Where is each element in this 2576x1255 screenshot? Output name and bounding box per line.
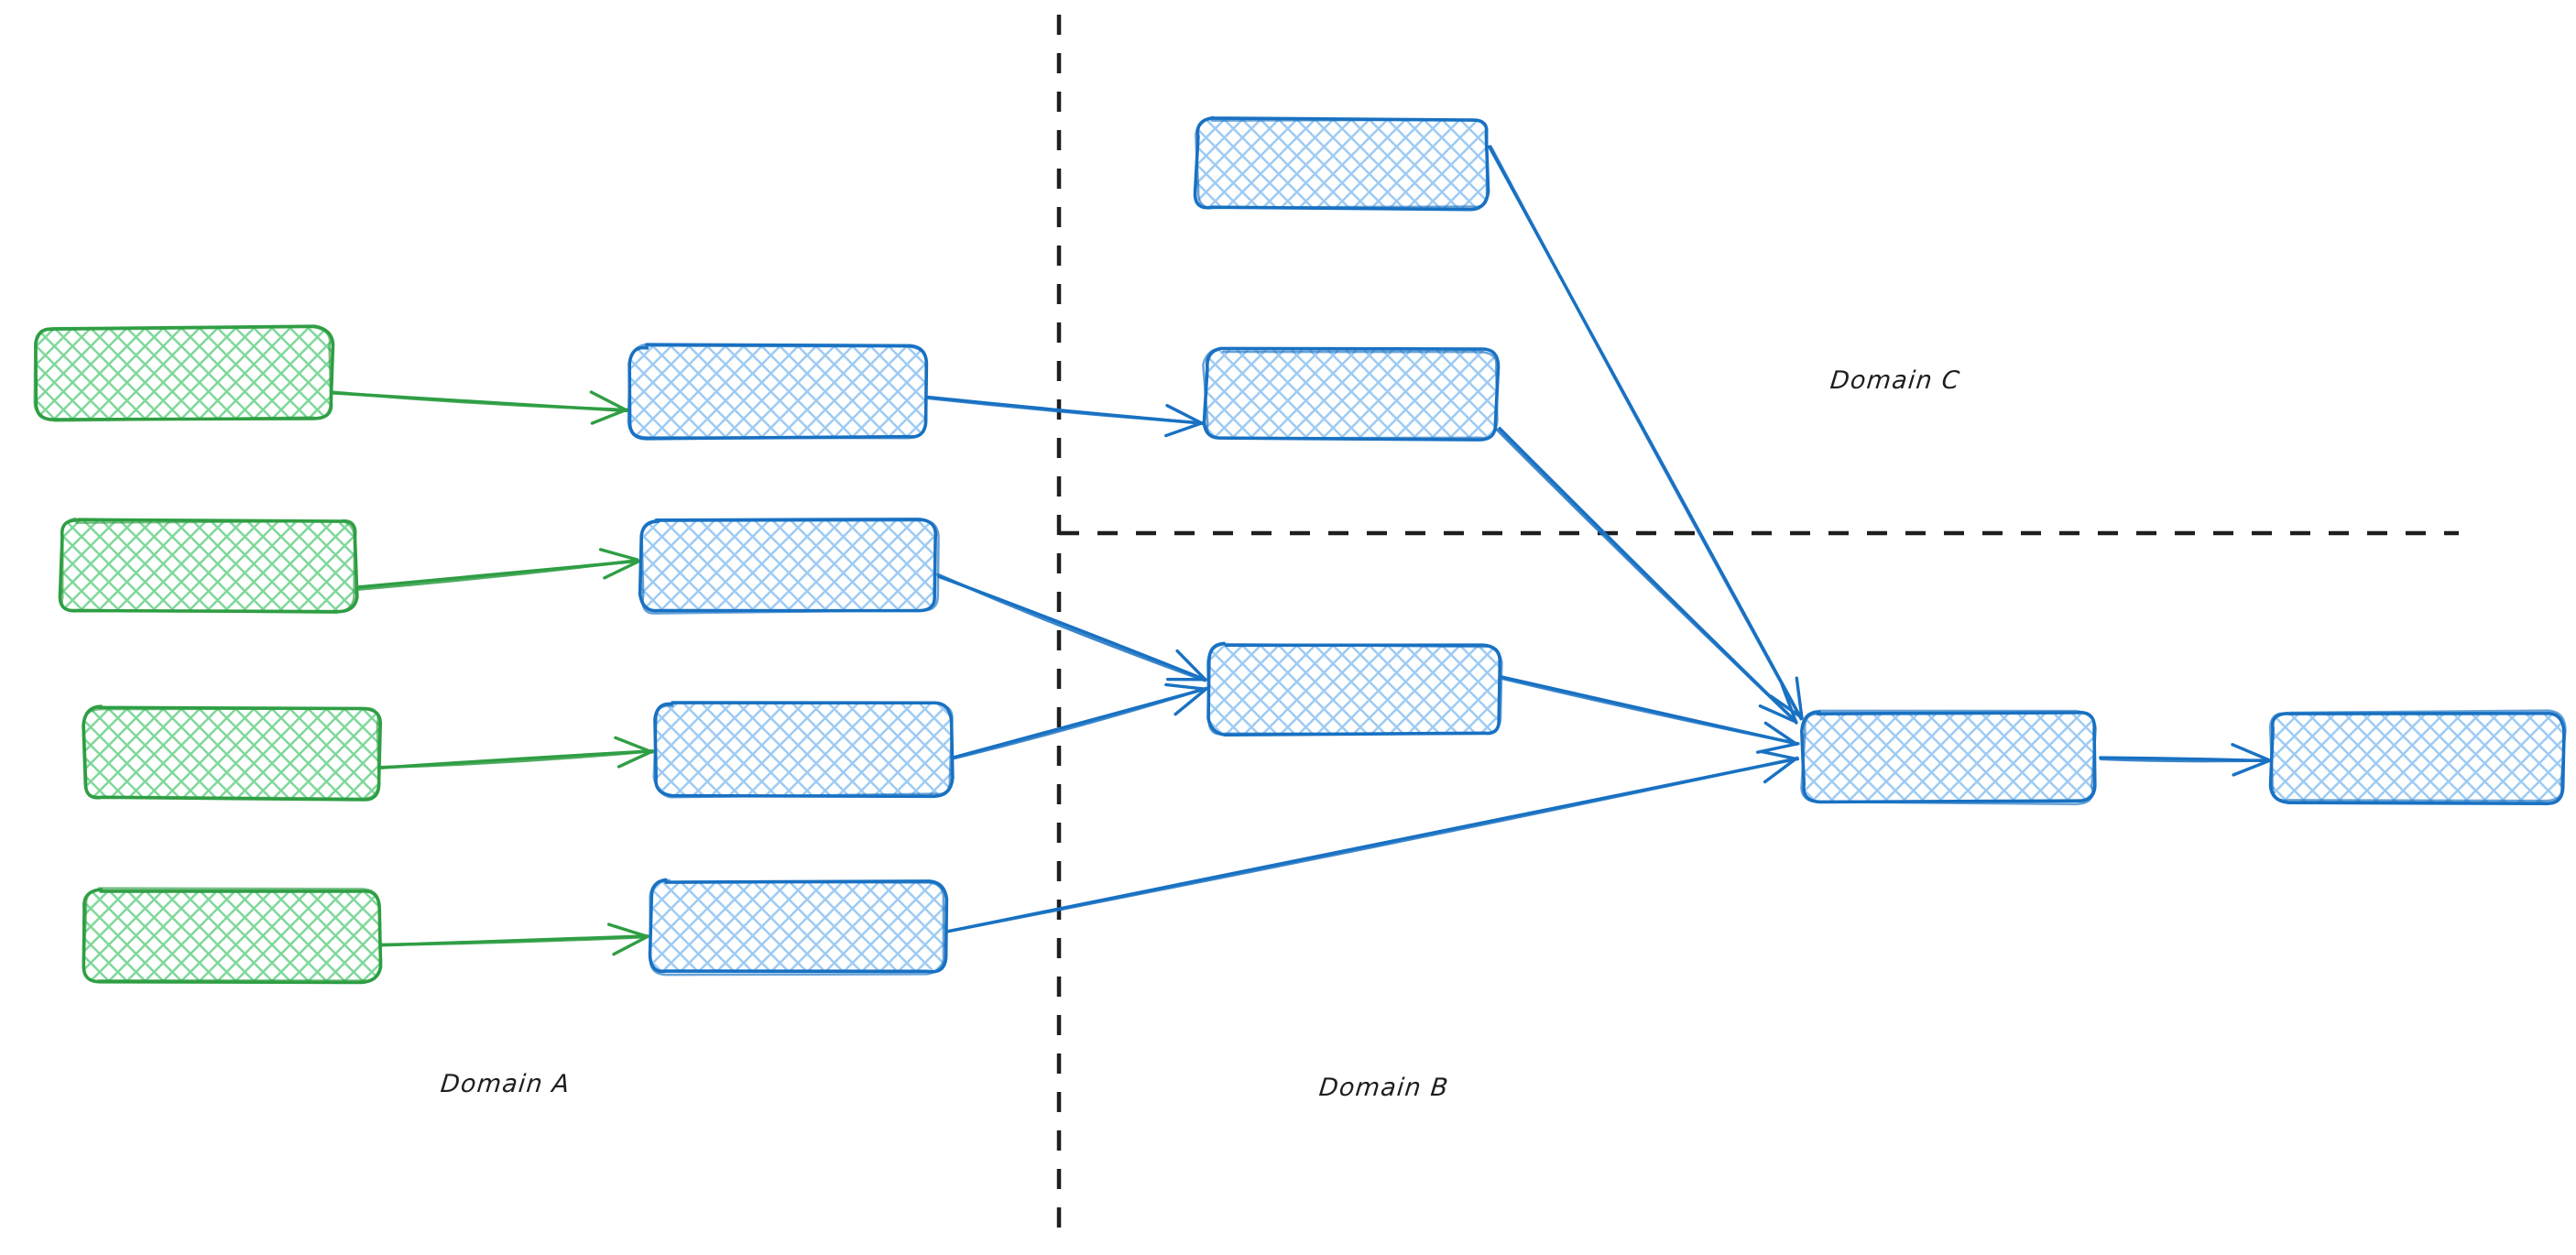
node-c3[interactable] [1206,641,1503,737]
node-c2[interactable] [1202,346,1501,442]
node-b4[interactable] [648,878,949,977]
divider-layer [1056,15,2459,1242]
edge-b2-c3 [936,573,1207,682]
node-layer [33,115,2567,985]
edge-a4-b4 [378,922,649,956]
node-b1[interactable] [627,343,929,441]
node-c1[interactable] [1193,115,1490,212]
node-a3[interactable] [82,704,383,802]
node-a1[interactable] [33,324,335,422]
edge-b3-c3 [950,682,1208,760]
node-b2[interactable] [638,518,940,615]
edge-b4-d1 [944,749,1800,933]
edge-c2-d1 [1496,427,1798,725]
edge-c1-d1 [1488,145,1804,721]
node-a2[interactable] [58,517,359,615]
edge-b1-c2 [926,395,1205,438]
node-b3[interactable] [652,701,955,799]
label-domain-c: Domain C [1828,366,1962,395]
label-domain-a: Domain A [439,1070,573,1098]
node-e1[interactable] [2268,709,2567,806]
node-a4[interactable] [82,887,383,985]
node-d1[interactable] [1800,709,2097,806]
edge-a2-b2 [355,548,640,592]
edge-d1-e1 [2099,743,2271,777]
edge-layer [329,145,2271,956]
edge-a3-b3 [379,736,654,769]
edge-a1-b1 [329,390,628,425]
label-domain-b: Domain B [1317,1074,1451,1102]
edge-c3-d1 [1500,675,1800,754]
